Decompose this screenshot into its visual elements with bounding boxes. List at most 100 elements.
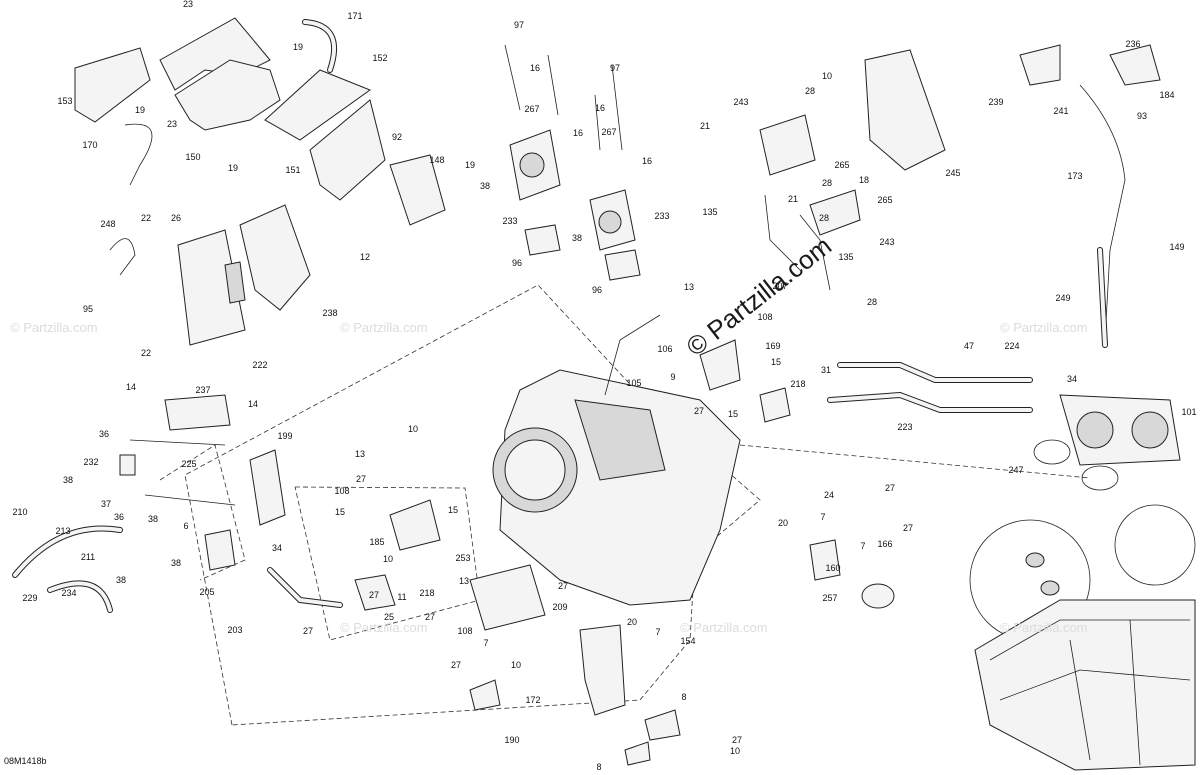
callout-20: 20: [777, 518, 789, 528]
mount-160: [861, 583, 895, 609]
callout-267: 267: [601, 127, 617, 137]
callout-151: 151: [285, 165, 301, 175]
cylinder-head: [574, 399, 666, 481]
callout-27: 27: [902, 523, 914, 533]
callout-97: 97: [609, 63, 621, 73]
callout-166: 166: [877, 539, 893, 549]
callout-238: 238: [322, 308, 338, 318]
callout-209: 209: [552, 602, 568, 612]
callout-190: 190: [504, 735, 520, 745]
callout-10: 10: [382, 554, 394, 564]
callout-16: 16: [641, 156, 653, 166]
hose-225: [129, 439, 236, 506]
callout-184: 184: [1159, 90, 1175, 100]
callout-38: 38: [571, 233, 583, 243]
callout-47: 47: [963, 341, 975, 351]
clamp-247b: [1081, 465, 1119, 491]
callout-97: 97: [513, 20, 525, 30]
callout-14: 14: [125, 382, 137, 392]
callout-15: 15: [447, 505, 459, 515]
module-234: [204, 529, 236, 571]
callout-27: 27: [368, 590, 380, 600]
callout-25: 25: [383, 612, 395, 622]
callout-18: 18: [858, 175, 870, 185]
callout-27: 27: [693, 406, 705, 416]
bracket-185: [389, 499, 441, 551]
callout-185: 185: [369, 537, 385, 547]
callout-248: 248: [100, 219, 116, 229]
bracket-169: [699, 339, 741, 391]
callout-31: 31: [820, 365, 832, 375]
callout-173: 173: [1067, 171, 1083, 181]
callout-27: 27: [302, 626, 314, 636]
callout-7: 7: [483, 638, 489, 648]
callout-27: 27: [424, 612, 436, 622]
callout-96: 96: [511, 258, 523, 268]
ecm-222: [177, 229, 246, 346]
hose-171: [302, 19, 337, 73]
callout-28: 28: [818, 213, 830, 223]
ecm-connector: [224, 261, 246, 304]
callout-243: 243: [879, 237, 895, 247]
callout-108: 108: [757, 312, 773, 322]
callout-203: 203: [227, 625, 243, 635]
callout-19: 19: [464, 160, 476, 170]
cover-152: [264, 69, 372, 141]
duct-150: [174, 59, 281, 131]
coil-243a: [759, 114, 816, 176]
callout-15: 15: [727, 409, 739, 419]
callout-28: 28: [821, 178, 833, 188]
callout-13: 13: [683, 282, 695, 292]
callout-239: 239: [988, 97, 1004, 107]
mount-154: [469, 679, 501, 711]
watermark-corner-5: © Partzilla.com: [680, 620, 768, 635]
spark-plug-wire-135: [764, 194, 831, 291]
callout-7: 7: [860, 541, 866, 551]
callout-9: 9: [670, 372, 676, 382]
callout-8: 8: [681, 692, 687, 702]
callout-160: 160: [825, 563, 841, 573]
callout-93: 93: [1136, 111, 1148, 121]
clamp-247a: [1033, 439, 1071, 465]
oxygen-sensor-wire: [604, 314, 661, 396]
mount-190: [624, 741, 651, 766]
callout-19: 19: [292, 42, 304, 52]
callout-26: 26: [170, 213, 182, 223]
callout-10: 10: [510, 660, 522, 670]
callout-199: 199: [277, 431, 293, 441]
bracket-209: [579, 624, 626, 716]
callout-10: 10: [821, 71, 833, 81]
callout-21: 21: [699, 121, 711, 131]
hose-248: [109, 238, 136, 276]
hose-group-boundary: [159, 444, 246, 581]
mount-166: [809, 539, 841, 581]
callout-257: 257: [822, 593, 838, 603]
callout-247: 247: [1008, 465, 1024, 475]
starter-253: [469, 564, 546, 631]
callout-267: 267: [524, 104, 540, 114]
coil-243b: [809, 189, 861, 236]
callout-213: 213: [55, 526, 71, 536]
callout-265: 265: [834, 160, 850, 170]
callout-23: 23: [166, 119, 178, 129]
callout-19: 19: [227, 163, 239, 173]
mount-218a: [354, 574, 396, 611]
callout-21: 21: [787, 194, 799, 204]
side-panel-153: [74, 47, 151, 123]
callout-106: 106: [657, 344, 673, 354]
callout-7: 7: [820, 512, 826, 522]
watermark-corner-2: © Partzilla.com: [340, 320, 428, 335]
callout-15: 15: [334, 507, 346, 517]
callout-27: 27: [557, 581, 569, 591]
callout-233: 233: [654, 211, 670, 221]
valve-232: [119, 454, 136, 476]
callout-265: 265: [877, 195, 893, 205]
callout-38: 38: [62, 475, 74, 485]
callout-148: 148: [429, 155, 445, 165]
callout-222: 222: [252, 360, 268, 370]
callout-38: 38: [147, 514, 159, 524]
callout-225: 225: [181, 459, 197, 469]
callout-108: 108: [334, 486, 350, 496]
callout-233: 233: [502, 216, 518, 226]
